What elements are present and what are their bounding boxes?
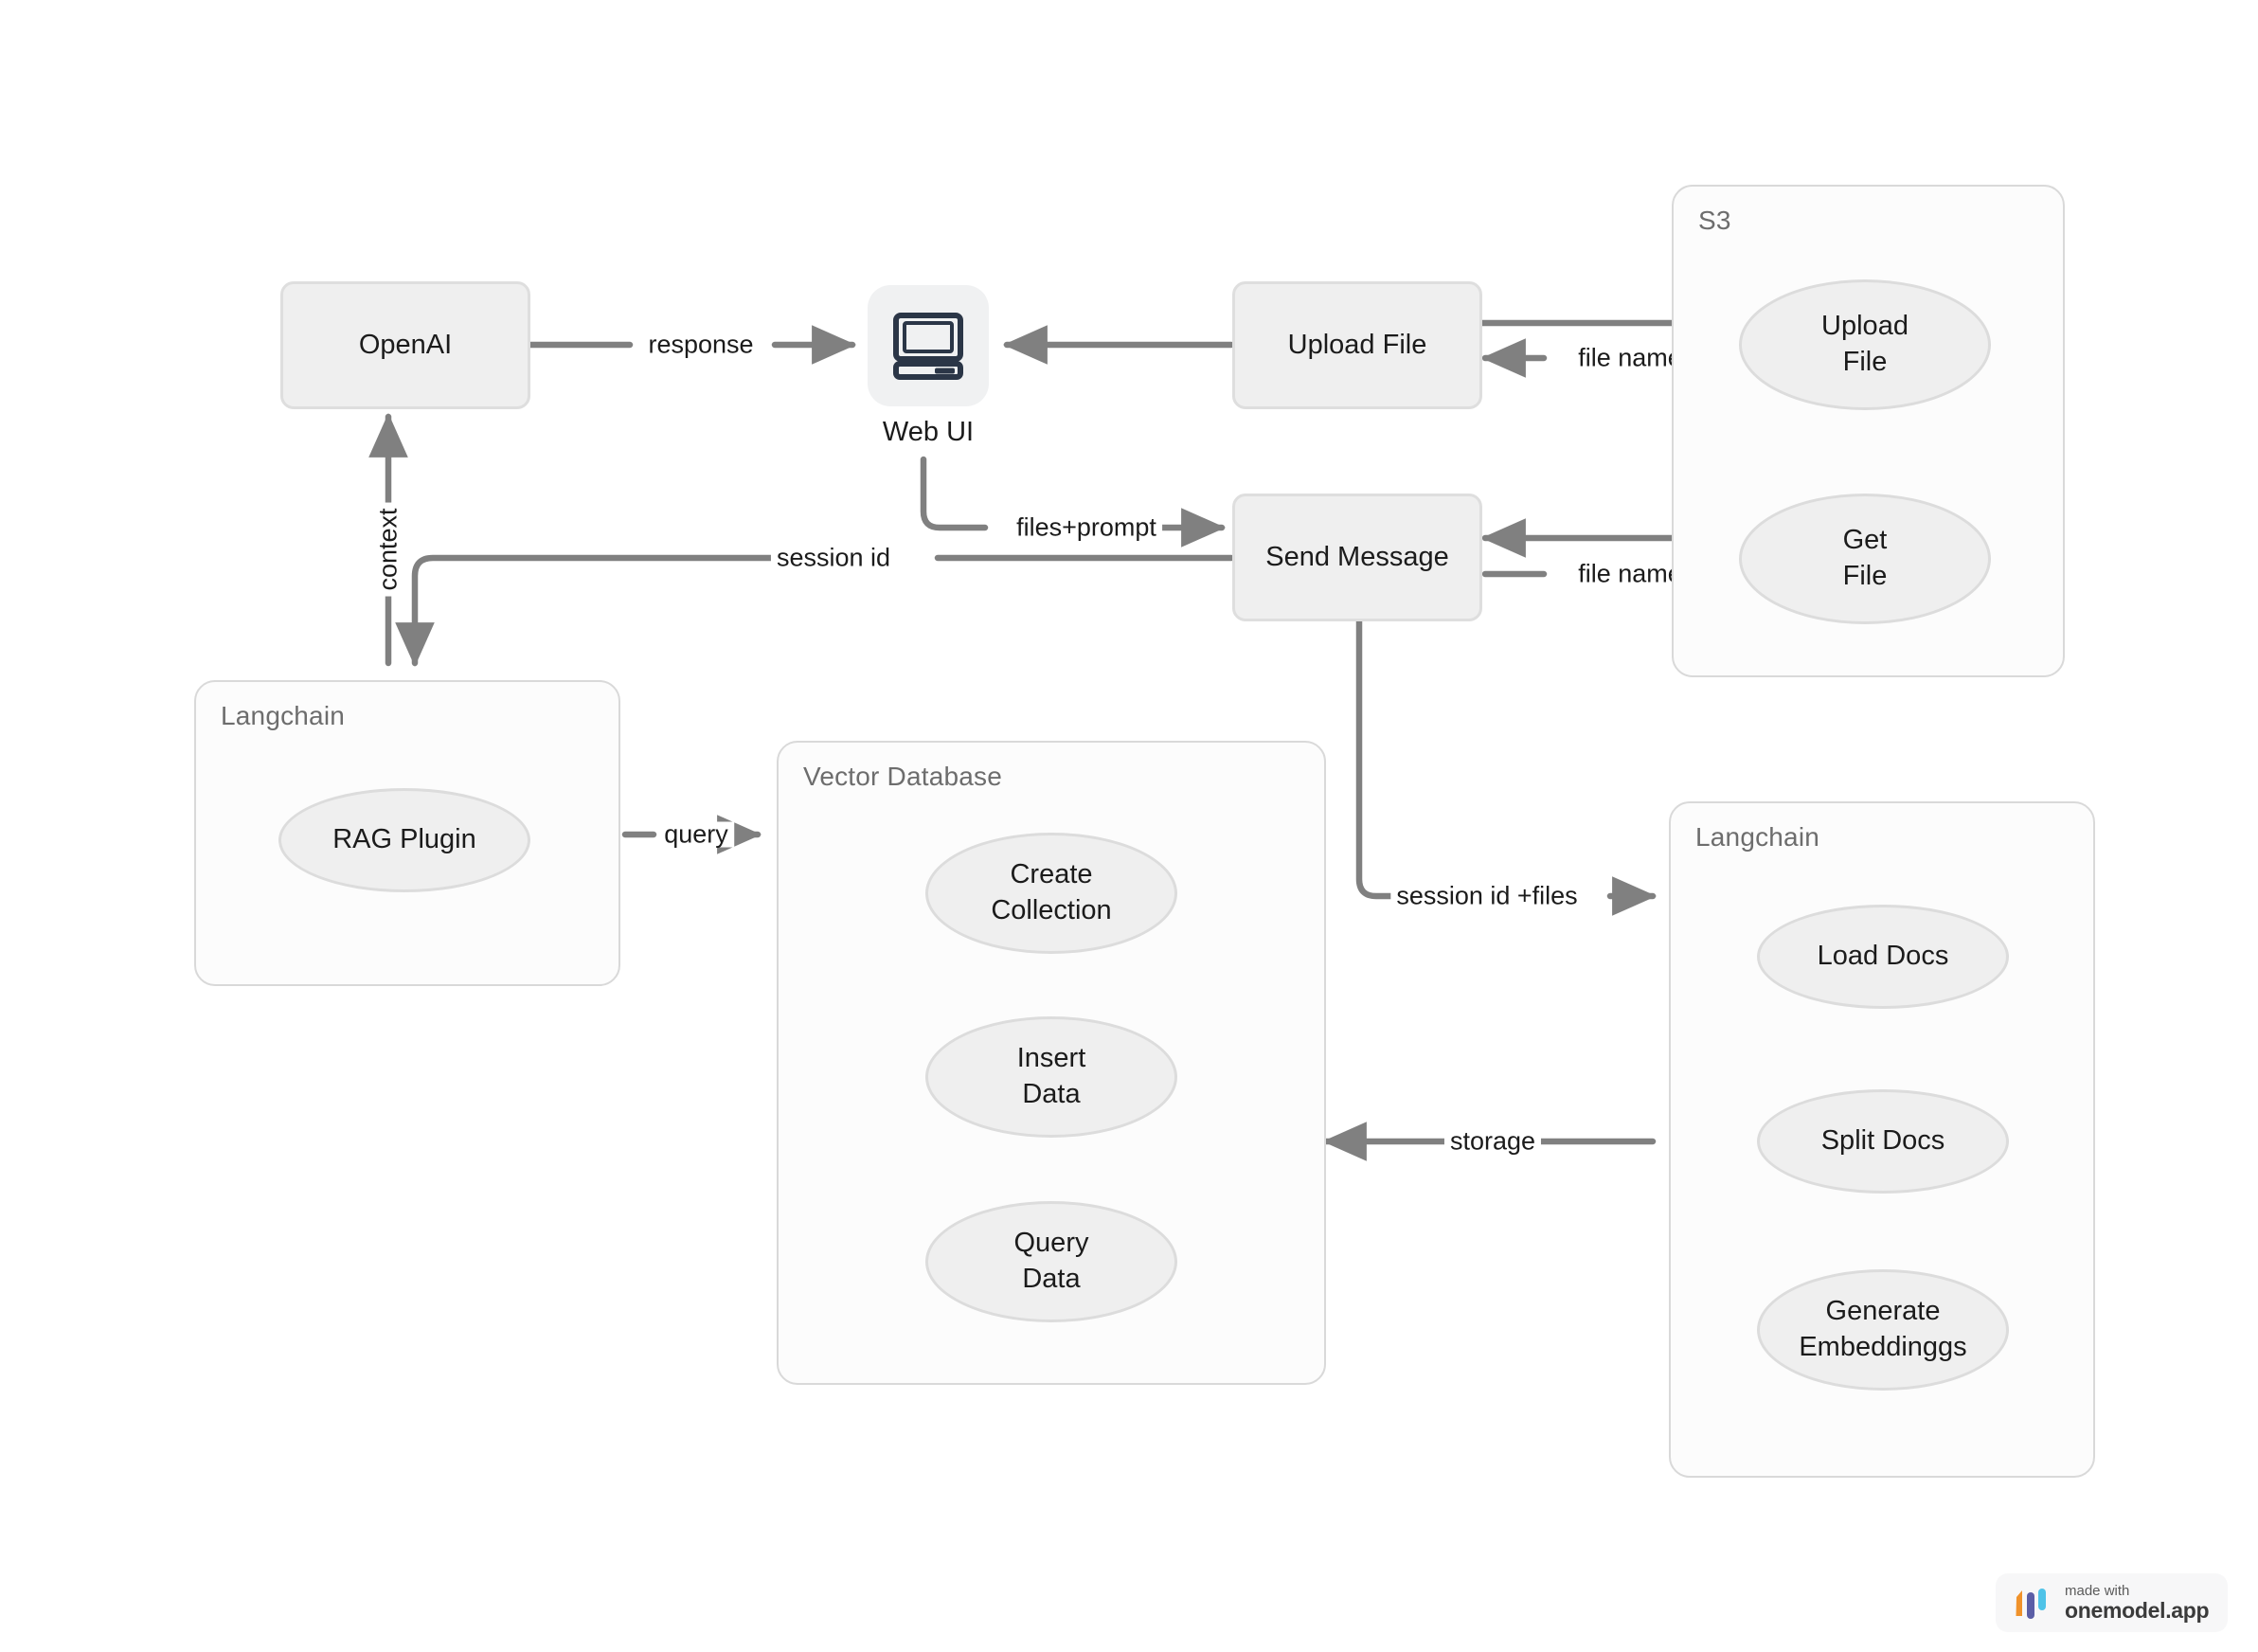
- onemodel-logo-icon: [2011, 1587, 2052, 1619]
- edge-sessionidfiles-a: [1355, 612, 1406, 900]
- edge-label-session-id: session id: [770, 545, 897, 571]
- node-send-message[interactable]: Send Message: [1232, 494, 1482, 621]
- node-insert-data[interactable]: Insert Data: [925, 1016, 1177, 1138]
- node-query-data-label-2: Data: [1022, 1264, 1081, 1294]
- node-split-docs-label: Split Docs: [1820, 1125, 1945, 1157]
- desktop-computer-icon: [893, 313, 963, 380]
- node-s3-upload-file[interactable]: Upload File: [1739, 279, 1991, 410]
- edge-label-session-id-files: session id +files: [1390, 883, 1584, 909]
- node-load-docs-label: Load Docs: [1817, 941, 1949, 972]
- node-query-data-label-1: Query: [1013, 1228, 1089, 1259]
- edge-label-file-name-get: file name: [1572, 561, 1688, 587]
- watermark-product: onemodel.app: [2065, 1597, 2210, 1623]
- node-s3-upload-file-label-1: Upload: [1821, 311, 1909, 342]
- watermark-made-with: made with: [2065, 1583, 2130, 1600]
- node-create-collection-label-1: Create: [1010, 859, 1093, 890]
- onemodel-watermark[interactable]: made with onemodel.app: [1996, 1573, 2228, 1632]
- edge-webui-sendmessage-a: [920, 456, 989, 531]
- node-query-data[interactable]: Query Data: [925, 1201, 1177, 1322]
- node-rag-plugin-label: RAG Plugin: [332, 824, 476, 855]
- node-s3-get-file-label-1: Get: [1842, 525, 1888, 556]
- node-upload-file-action-label: Upload File: [1287, 330, 1427, 361]
- node-create-collection-label-2: Collection: [991, 895, 1112, 925]
- node-create-collection[interactable]: Create Collection: [925, 833, 1177, 954]
- edge-label-file-name-upload: file name: [1572, 345, 1688, 371]
- node-split-docs[interactable]: Split Docs: [1757, 1089, 2009, 1194]
- node-insert-data-label-2: Data: [1022, 1079, 1081, 1109]
- group-vector-database-title: Vector Database: [803, 762, 1003, 791]
- node-s3-get-file[interactable]: Get File: [1739, 494, 1991, 624]
- node-upload-file-action[interactable]: Upload File: [1232, 281, 1482, 409]
- node-web-ui[interactable]: [868, 285, 989, 406]
- edge-sessionid-b: [395, 554, 780, 667]
- edge-label-context: context: [374, 502, 403, 597]
- node-load-docs[interactable]: Load Docs: [1757, 905, 2009, 1009]
- node-web-ui-label: Web UI: [882, 417, 975, 447]
- edge-label-response: response: [642, 332, 760, 358]
- node-insert-data-label-1: Insert: [1016, 1043, 1086, 1074]
- node-generate-embeddings[interactable]: Generate Embeddinggs: [1757, 1269, 2009, 1391]
- edge-label-storage: storage: [1443, 1128, 1542, 1155]
- node-send-message-label: Send Message: [1265, 542, 1449, 573]
- node-openai[interactable]: OpenAI: [280, 281, 530, 409]
- group-langchain-right-title: Langchain: [1695, 822, 1820, 852]
- node-generate-embeddings-label-2: Embeddinggs: [1799, 1332, 1967, 1362]
- group-langchain-left-title: Langchain: [221, 701, 346, 730]
- edge-label-query: query: [658, 821, 734, 848]
- node-rag-plugin[interactable]: RAG Plugin: [278, 788, 530, 892]
- group-s3-title: S3: [1698, 206, 1731, 235]
- node-generate-embeddings-label-1: Generate: [1825, 1296, 1941, 1327]
- edge-label-files-prompt: files+prompt: [1011, 514, 1162, 541]
- node-openai-label: OpenAI: [358, 330, 453, 361]
- node-s3-get-file-label-2: File: [1842, 561, 1888, 591]
- node-s3-upload-file-label-2: File: [1842, 347, 1888, 377]
